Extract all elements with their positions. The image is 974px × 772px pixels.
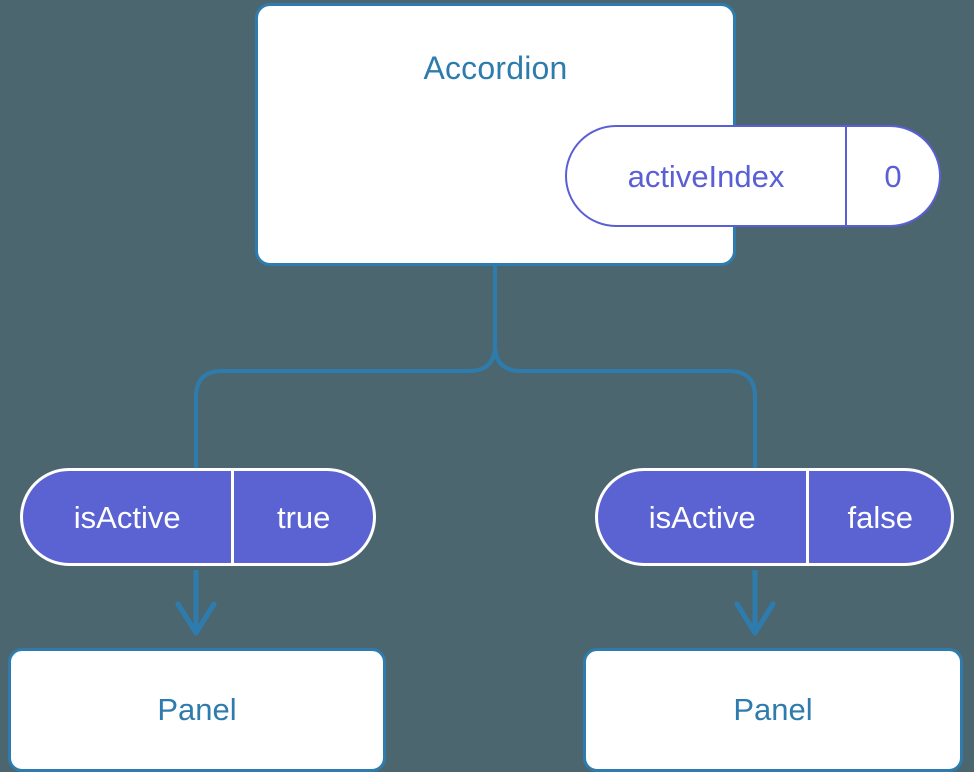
- left-is-active-state-pill: isActive true: [20, 468, 376, 566]
- connector-root-to-right-state: [493, 266, 757, 468]
- left-is-active-value: true: [231, 471, 373, 563]
- arrow-left-head-icon: [175, 601, 217, 636]
- active-index-prop-pill: activeIndex 0: [565, 125, 941, 227]
- right-is-active-value: false: [806, 471, 951, 563]
- right-is-active-key: isActive: [648, 499, 756, 535]
- left-panel-title: Panel: [157, 691, 237, 727]
- arrow-right-head-icon: [734, 601, 776, 636]
- left-is-active-key: isActive: [73, 499, 181, 535]
- connector-root-to-left-state: [194, 266, 497, 468]
- active-index-prop-value: 0: [845, 127, 939, 225]
- left-panel-card: Panel: [8, 648, 386, 772]
- accordion-title: Accordion: [423, 50, 568, 86]
- right-panel-title: Panel: [733, 691, 813, 727]
- right-is-active-state-pill: isActive false: [595, 468, 954, 566]
- accordion-component-card: Accordion activeIndex 0: [255, 3, 941, 266]
- active-index-prop-key: activeIndex: [627, 158, 785, 194]
- right-panel-card: Panel: [583, 648, 963, 772]
